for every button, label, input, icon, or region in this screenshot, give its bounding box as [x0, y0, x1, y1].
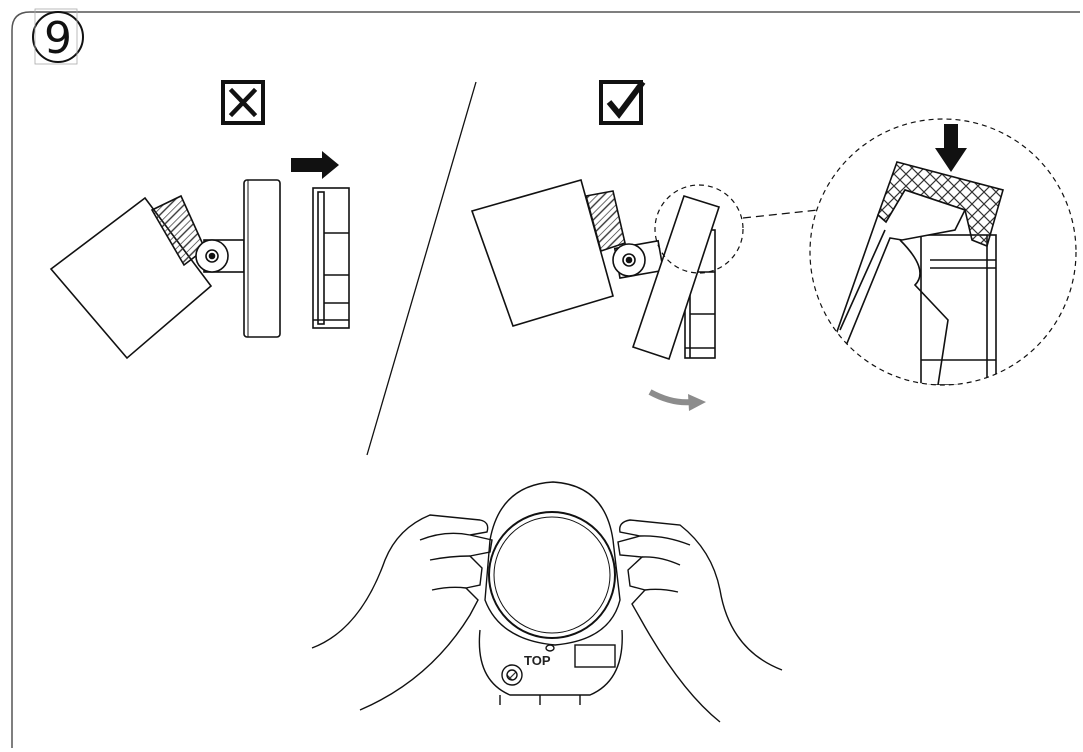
step-number-text: 9 — [44, 13, 72, 64]
heat-sink — [584, 190, 626, 253]
hands-installation-illustration: TOP — [311, 481, 783, 723]
step-number: 9 — [32, 8, 84, 65]
bracket — [312, 187, 350, 329]
arrow-down-icon — [935, 124, 967, 172]
rotate-arrow-icon — [648, 389, 706, 411]
detail-highlight — [654, 184, 744, 274]
top-label: TOP — [524, 653, 551, 668]
camera-body — [470, 179, 614, 327]
panel-border — [11, 11, 1080, 748]
camera-lens — [488, 511, 616, 639]
camera-incorrect — [49, 151, 350, 360]
x-box-icon — [221, 80, 265, 125]
checkmark-box-icon — [599, 80, 646, 125]
divider-line — [366, 81, 477, 456]
mount-plate — [243, 179, 281, 338]
arrow-right-icon — [291, 151, 339, 179]
camera-correct — [470, 179, 819, 361]
mount-plate — [631, 195, 721, 361]
zoom-detail — [809, 118, 1077, 386]
